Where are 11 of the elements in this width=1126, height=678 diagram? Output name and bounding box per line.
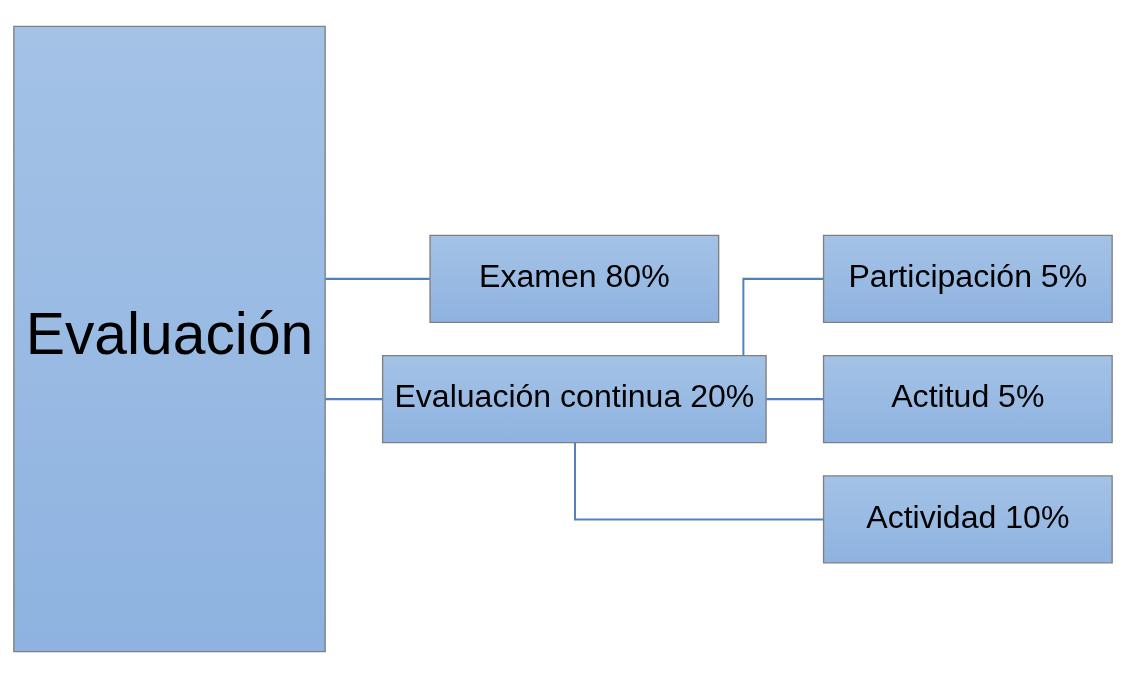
- connector: [765, 398, 825, 401]
- node-box: Evaluación: [13, 25, 326, 653]
- connector: [574, 441, 825, 521]
- node-box: Participación 5%: [822, 234, 1113, 323]
- node-box: Examen 80%: [429, 234, 720, 323]
- connector: [324, 398, 384, 401]
- node-box: Actitud 5%: [822, 355, 1113, 444]
- connector: [324, 277, 431, 280]
- connector: [742, 277, 825, 357]
- node-box: Actividad 10%: [822, 475, 1113, 564]
- node-box: Evaluación continua 20%: [381, 355, 767, 444]
